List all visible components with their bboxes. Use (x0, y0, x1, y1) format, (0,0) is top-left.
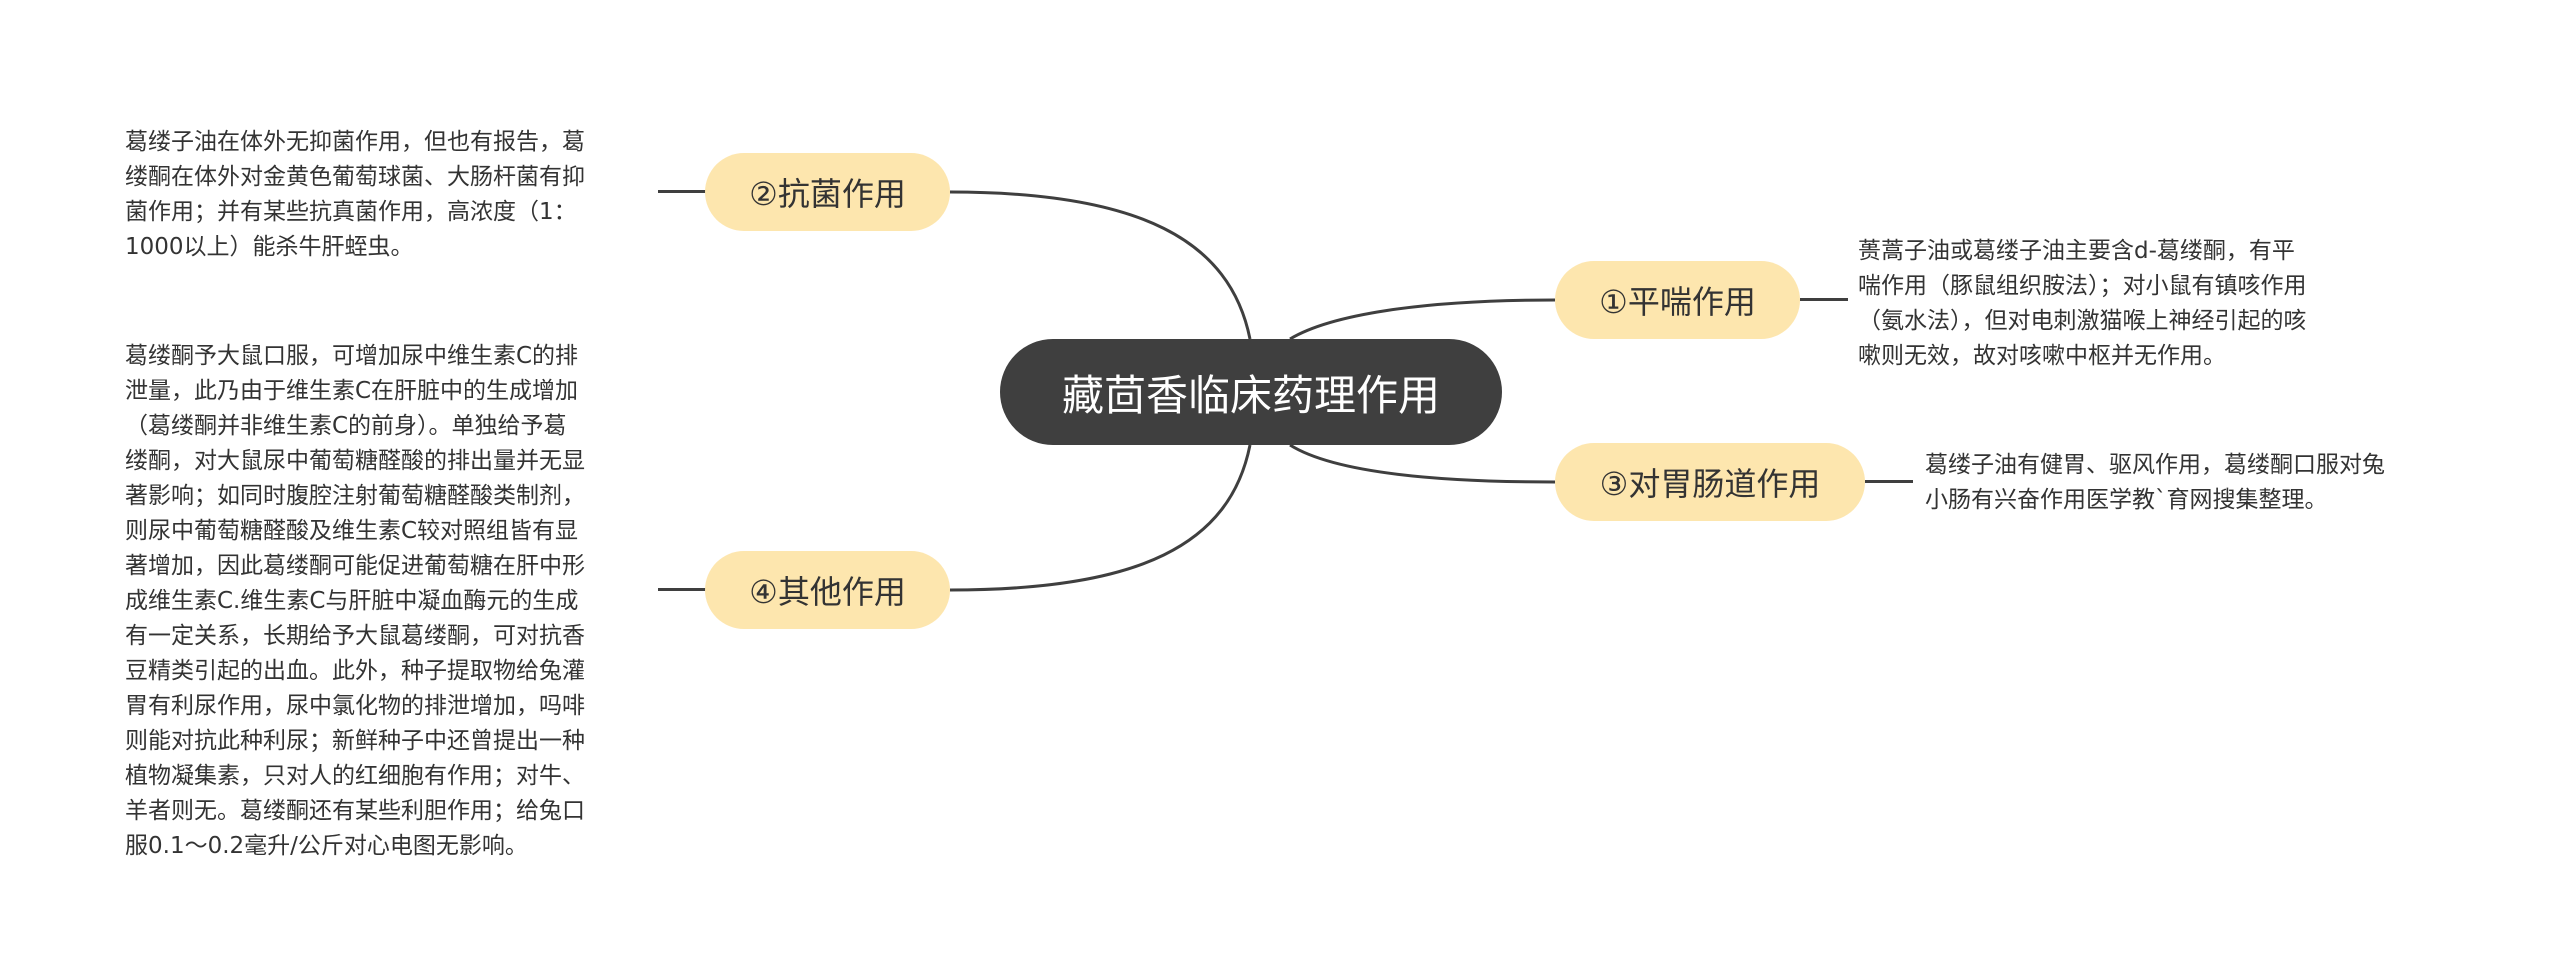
note-antibacterial: 葛缕子油在体外无抑菌作用，但也有报告，葛 缕酮在体外对金黄色葡萄球菌、大肠杆菌有… (125, 129, 585, 260)
note-other: 葛缕酮予大鼠口服，可增加尿中维生素C的排 泄量，此乃由于维生素C在肝脏中的生成增… (125, 343, 585, 859)
link-gastrointestinal-note (1865, 480, 1913, 483)
branch-other[interactable]: ④其他作用 (705, 551, 950, 629)
connector-root-to-antibacterial (949, 190, 1252, 340)
branch-gastrointestinal[interactable]: ③对胃肠道作用 (1555, 443, 1865, 521)
connector-root-to-gastrointestinal (1289, 443, 1556, 484)
link-antiasthmatic-note (1800, 298, 1848, 301)
connector-root-to-antiasthmatic (1289, 298, 1556, 341)
link-antibacterial-note (658, 190, 706, 193)
root-topic[interactable]: 藏茴香临床药理作用 (1000, 339, 1502, 445)
note-antiasthmatic: 蒉蒿子油或葛缕子油主要含d-葛缕酮，有平 喘作用（豚鼠组织胺法）；对小鼠有镇咳作… (1858, 238, 2307, 369)
note-gastrointestinal: 葛缕子油有健胃、驱风作用，葛缕酮口服对兔 小肠有兴奋作用医学教`育网搜集整理。 (1925, 452, 2385, 513)
link-other-note (658, 588, 706, 591)
branch-antiasthmatic[interactable]: ①平喘作用 (1555, 261, 1800, 339)
branch-antibacterial[interactable]: ②抗菌作用 (705, 153, 950, 231)
connector-root-to-other (949, 444, 1252, 592)
